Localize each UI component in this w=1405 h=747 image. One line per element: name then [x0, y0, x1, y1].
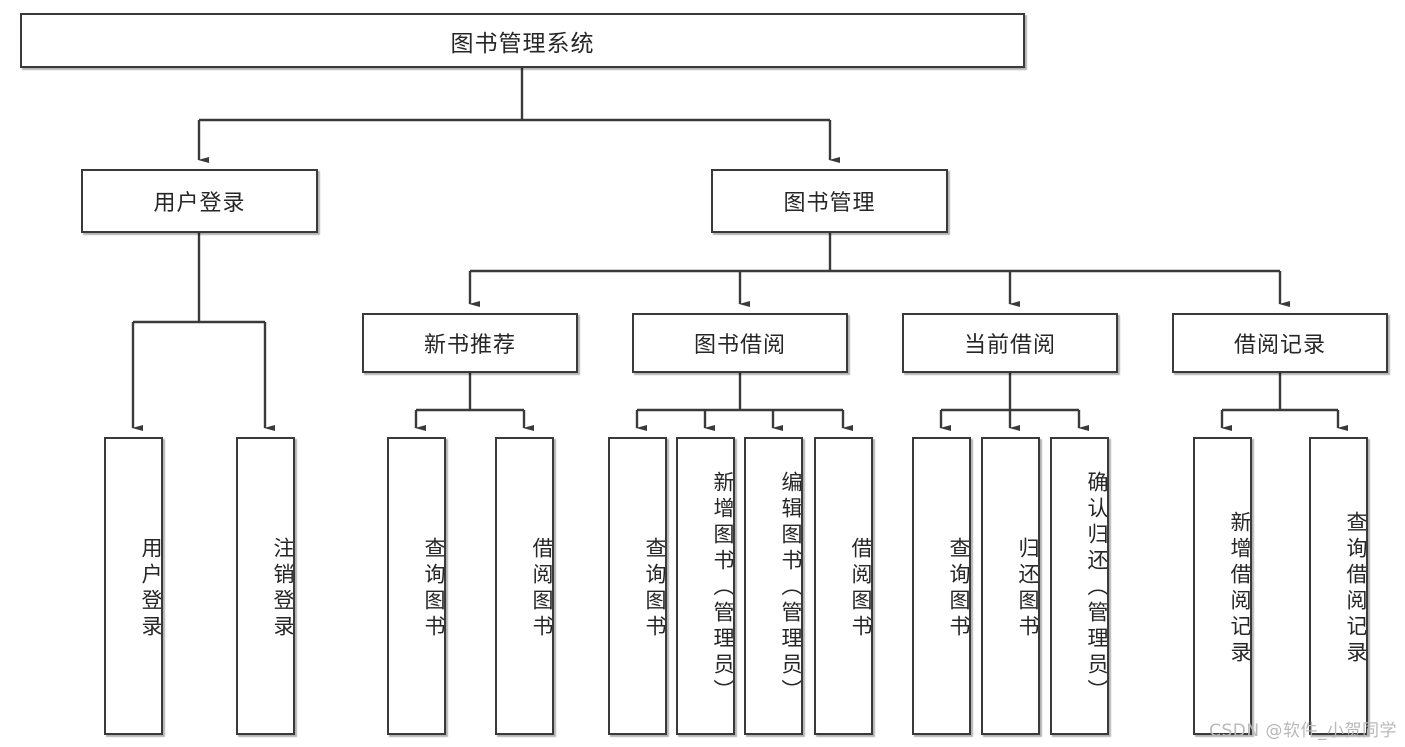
node-root-book-management-system[interactable]: 图书管理系统 [20, 13, 1025, 68]
leaf-book-borrow-borrow-books[interactable]: 借阅图书 [814, 437, 873, 735]
leaf-user-login-login[interactable]: 用户登录 [104, 437, 163, 735]
leaf-current-borrow-return-books[interactable]: 归还图书 [981, 437, 1040, 735]
leaf-book-borrow-edit-book-admin[interactable]: 编辑图书（管理员） [744, 437, 803, 735]
node-borrow-records[interactable]: 借阅记录 [1172, 313, 1388, 373]
leaf-new-book-query-books[interactable]: 查询图书 [387, 437, 446, 735]
leaf-borrow-record-query-record[interactable]: 查询借阅记录 [1309, 437, 1368, 735]
leaf-book-borrow-query-books[interactable]: 查询图书 [608, 437, 667, 735]
node-book-management[interactable]: 图书管理 [711, 169, 948, 233]
leaf-book-borrow-add-book-admin[interactable]: 新增图书（管理员） [676, 437, 735, 735]
leaf-current-borrow-query-books[interactable]: 查询图书 [912, 437, 971, 735]
node-book-borrowing[interactable]: 图书借阅 [632, 313, 848, 373]
leaf-current-borrow-confirm-return-admin[interactable]: 确认归还（管理员） [1050, 437, 1109, 735]
node-current-borrowing[interactable]: 当前借阅 [902, 313, 1118, 373]
leaf-user-login-logout[interactable]: 注销登录 [236, 437, 295, 735]
node-new-book-recommendation[interactable]: 新书推荐 [362, 313, 578, 373]
leaf-borrow-record-add-record[interactable]: 新增借阅记录 [1193, 437, 1252, 735]
node-user-login[interactable]: 用户登录 [81, 169, 318, 233]
leaf-new-book-borrow-books[interactable]: 借阅图书 [495, 437, 554, 735]
